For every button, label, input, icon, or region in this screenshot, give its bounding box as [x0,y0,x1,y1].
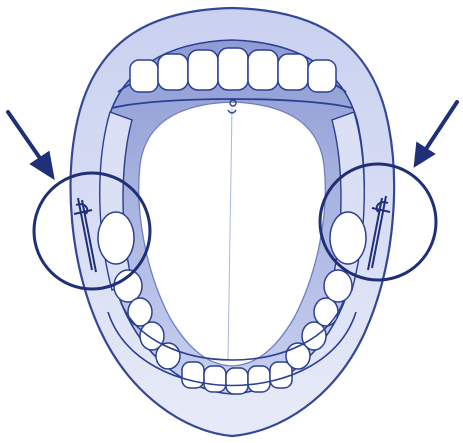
right-arrow [416,102,457,164]
left-arrow [8,112,52,176]
